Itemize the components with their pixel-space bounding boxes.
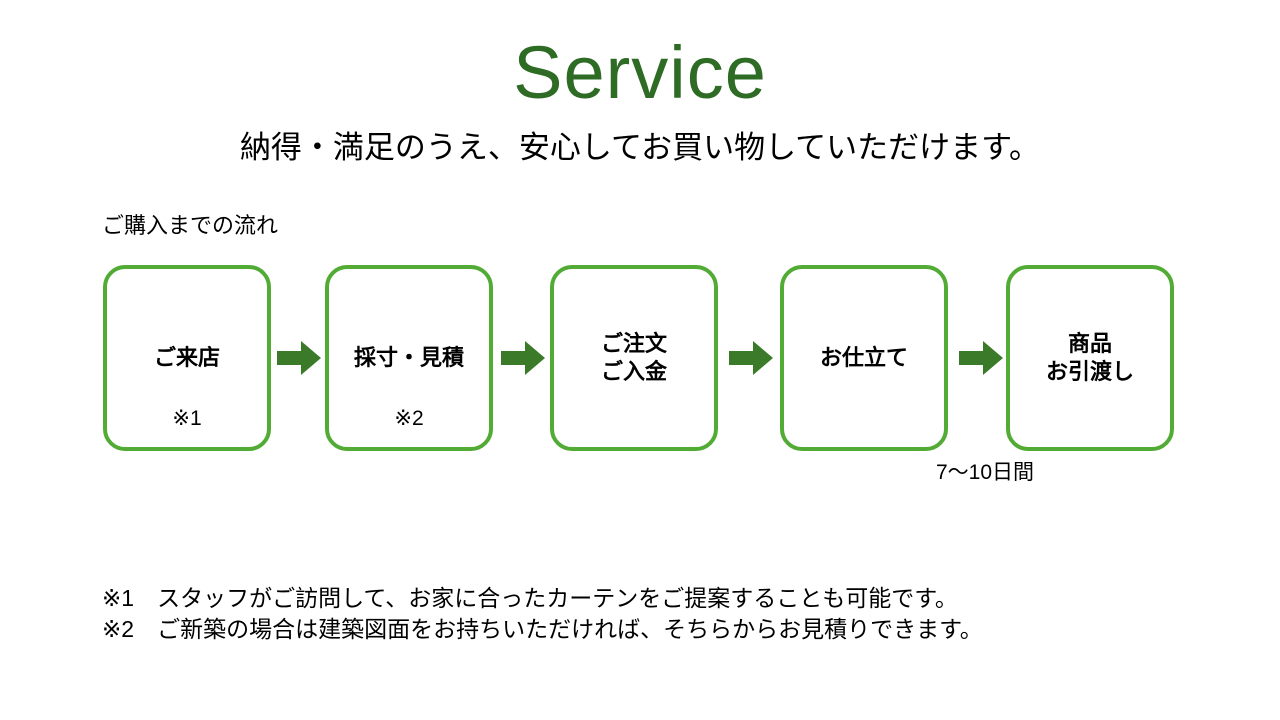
arrow-right-icon — [277, 341, 321, 375]
flow-step-2-label: 採寸・見積 — [353, 344, 464, 370]
flow-step-3[interactable]: ご注文 ご入金 — [550, 265, 718, 451]
arrow-right-icon — [501, 341, 545, 375]
flow-step-4-label: お仕立て — [819, 344, 908, 370]
footnote-2: ※2 ご新築の場合は建築図面をお持ちいただければ、そちらからお見積りできます。 — [102, 616, 983, 643]
page-subtitle: 納得・満足のうえ、安心してお買い物していただけます。 — [239, 130, 1041, 165]
flow-step-5-label: 商品 お引渡し — [1045, 330, 1134, 384]
footnote-1: ※1 スタッフがご訪問して、お家に合ったカーテンをご提案することも可能です。 — [102, 585, 958, 611]
page-title: Service — [513, 31, 767, 114]
flow-step-3-label: ご注文 ご入金 — [600, 330, 667, 384]
arrow-right-icon — [959, 341, 1003, 375]
flow-section-label: ご購入までの流れ — [102, 213, 279, 238]
purchase-flow-diagram: ご来店 ※1 採寸・見積 ※2 ご注文 ご入金 — [103, 265, 1177, 451]
flow-step-5[interactable]: 商品 お引渡し — [1006, 265, 1174, 451]
flow-step-2-note: ※2 — [394, 407, 424, 430]
footnotes: ※1 スタッフがご訪問して、お家に合ったカーテンをご提案することも可能です。 ※… — [102, 583, 983, 645]
flow-step-2[interactable]: 採寸・見積 ※2 — [325, 265, 493, 451]
arrow-right-icon — [729, 341, 773, 375]
flow-step-1[interactable]: ご来店 ※1 — [103, 265, 271, 451]
flow-step-1-label: ご来店 — [153, 344, 220, 370]
flow-step-4[interactable]: お仕立て — [780, 265, 948, 451]
duration-note: 7〜10日間 — [935, 461, 1035, 484]
flow-step-1-note: ※1 — [172, 407, 202, 430]
